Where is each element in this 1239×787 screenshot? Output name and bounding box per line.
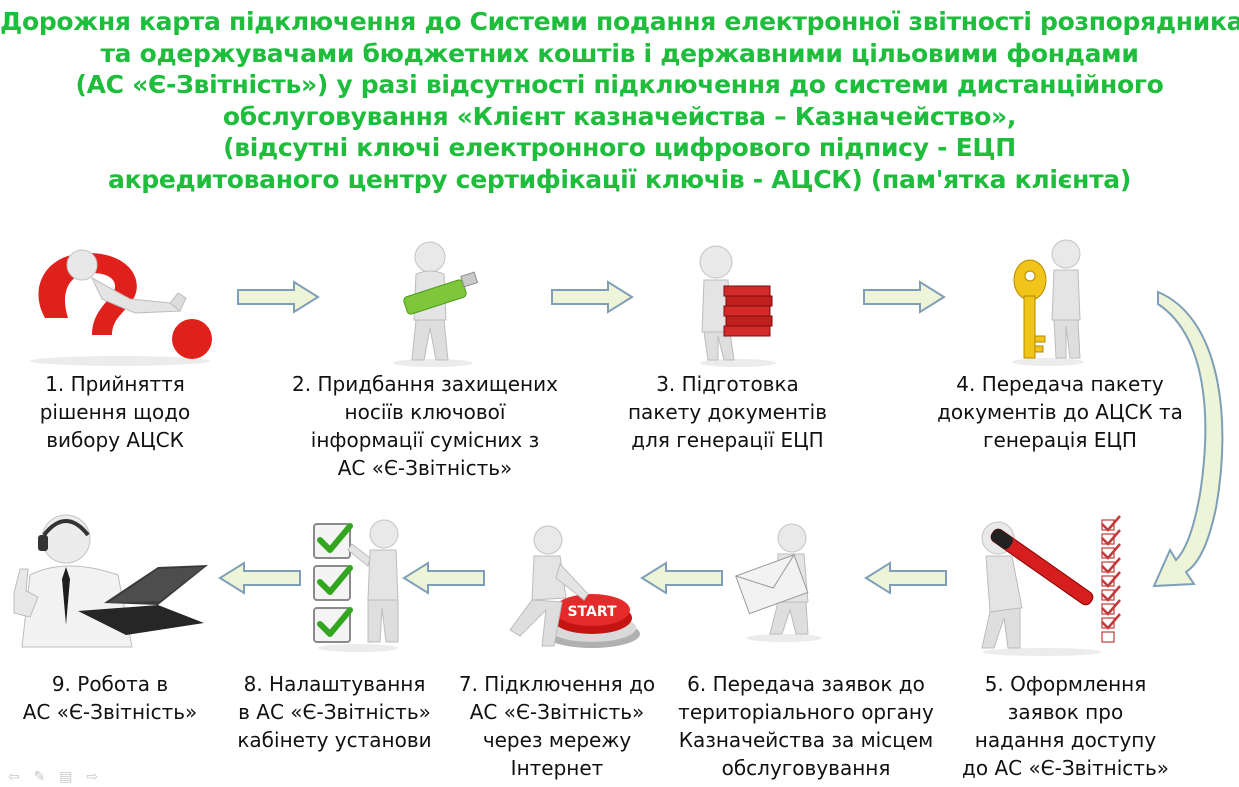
arrow-left-icon bbox=[402, 561, 485, 595]
step-1-label: 1. Прийняття рішення щодо вибору АЦСК bbox=[39, 372, 191, 452]
step-6-label: 6. Передача заявок до територіального ор… bbox=[678, 672, 934, 780]
title-line: Дорожня карта підключення до Системи под… bbox=[0, 7, 1239, 36]
title-line: обслуговування «Клієнт казначейства – Ка… bbox=[222, 101, 1017, 131]
pen-icon[interactable]: ✎ bbox=[33, 768, 46, 784]
arrow-right-icon bbox=[551, 280, 634, 314]
title-line: (відсутні ключі електронного цифрового п… bbox=[223, 133, 1016, 162]
checklist-pen-figure-icon bbox=[962, 508, 1142, 660]
step-4-label: 4. Передача пакету документів до АЦСК та… bbox=[937, 372, 1183, 452]
curved-arrow-down-icon bbox=[1152, 290, 1224, 588]
question-mark-figure-icon bbox=[20, 243, 220, 368]
start-button-text: START bbox=[567, 604, 617, 620]
arrow-left-icon bbox=[218, 561, 301, 595]
slideshow-nav: ⇦ ✎ ▤ ⇨ bbox=[8, 768, 108, 785]
title-line: (АС «Є-Звітність») у разі відсутності пі… bbox=[75, 70, 1164, 99]
laptop-operator-figure-icon bbox=[8, 505, 213, 650]
page-title: Дорожня карта підключення до Системи под… bbox=[0, 6, 1239, 195]
step-2-label: 2. Придбання захищених носіїв ключової і… bbox=[292, 372, 558, 480]
usb-key-figure-icon bbox=[378, 240, 488, 368]
step-5-label: 5. Оформлення заявок про надання доступу… bbox=[962, 672, 1169, 780]
arrow-left-icon bbox=[640, 561, 723, 595]
step-7-label: 7. Підключення до АС «Є-Звітність» через… bbox=[458, 672, 656, 780]
books-figure-icon bbox=[688, 240, 788, 368]
arrow-right-icon bbox=[863, 280, 946, 314]
start-button-figure-icon: START bbox=[492, 520, 642, 660]
back-icon[interactable]: ⇦ bbox=[8, 768, 20, 784]
key-figure-icon bbox=[1000, 238, 1095, 368]
title-line: акредитованого центру сертифікації ключі… bbox=[108, 164, 1131, 194]
arrow-right-icon bbox=[237, 280, 320, 314]
step-3-label: 3. Підготовка пакету документів для гене… bbox=[627, 372, 827, 452]
arrow-left-icon bbox=[864, 561, 947, 595]
envelope-figure-icon bbox=[732, 522, 837, 644]
menu-icon[interactable]: ▤ bbox=[59, 768, 73, 784]
title-line: та одержувачами бюджетних коштів і держа… bbox=[100, 38, 1139, 68]
checkboxes-figure-icon bbox=[306, 514, 411, 654]
step-9-label: 9. Робота в АС «Є-Звітність» bbox=[22, 672, 198, 724]
step-8-label: 8. Налаштування в АС «Є-Звітність» кабін… bbox=[237, 672, 432, 752]
forward-icon[interactable]: ⇨ bbox=[86, 768, 99, 784]
